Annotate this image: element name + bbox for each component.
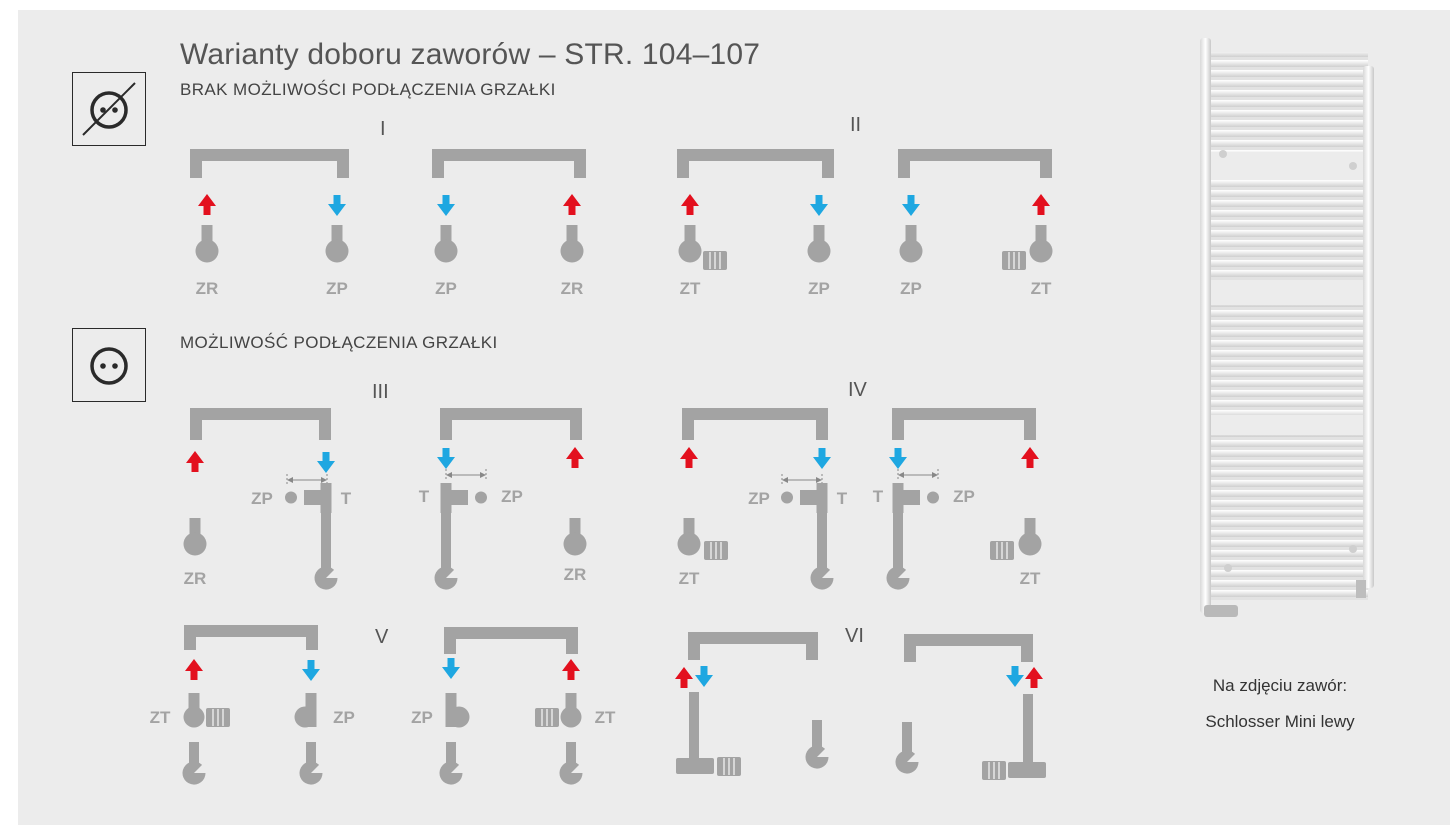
label-III-b-midleft: T	[419, 487, 430, 506]
label-II-b-left: ZP	[900, 279, 922, 298]
schematic-I-b: ZP ZR	[432, 149, 586, 298]
radiator-photo	[1200, 38, 1374, 617]
label-IV-b-midleft: T	[873, 487, 884, 506]
photo-caption-line1: Na zdjęciu zawór:	[1212, 676, 1348, 695]
label-IV-a-midright: T	[837, 489, 848, 508]
schematic-IV-a: ZT ZP T	[677, 408, 848, 590]
variant-label-III: III	[372, 381, 389, 403]
label-III-a-midleft: ZP	[251, 489, 273, 508]
label-IV-a-left: ZT	[679, 569, 700, 588]
page-title: Warianty doboru zaworów – STR. 104–107	[180, 38, 761, 71]
schematic-I-a: ZR ZP	[190, 149, 349, 298]
section-heater-label: MOŻLIWOŚĆ PODŁĄCZENIA GRZAŁKI	[180, 333, 498, 352]
variant-label-I: I	[380, 118, 386, 140]
schematic-IV-b: T ZP ZT	[873, 408, 1042, 590]
schematic-VI-b	[895, 634, 1046, 781]
no-socket-icon	[72, 72, 146, 146]
photo-caption-line2: Schlosser Mini lewy	[1205, 712, 1355, 731]
label-I-a-left: ZR	[196, 279, 219, 298]
variant-label-IV: IV	[848, 379, 867, 401]
label-III-a-midright: T	[341, 489, 352, 508]
label-V-b-left: ZP	[411, 708, 433, 727]
section-no-heater-label: BRAK MOŻLIWOŚCI PODŁĄCZENIA GRZAŁKI	[180, 80, 556, 99]
schematic-V-a: ZT ZP	[150, 625, 355, 785]
label-II-a-right: ZP	[808, 279, 830, 298]
schematic-III-b: T ZP ZR	[419, 408, 587, 590]
label-IV-b-right: ZT	[1020, 569, 1041, 588]
variant-label-VI: VI	[845, 625, 864, 647]
label-IV-a-midleft: ZP	[748, 489, 770, 508]
label-II-a-left: ZT	[680, 279, 701, 298]
label-III-b-right: ZR	[564, 565, 587, 584]
label-I-b-right: ZR	[561, 279, 584, 298]
label-V-a-right: ZP	[333, 708, 355, 727]
valve-schematics: ZR ZP ZP ZR ZT ZP ZP ZT	[150, 149, 1053, 785]
schematic-III-a: ZR ZP T	[183, 408, 352, 590]
label-III-a-left: ZR	[184, 569, 207, 588]
label-V-a-left: ZT	[150, 708, 171, 727]
label-III-b-midright: ZP	[501, 487, 523, 506]
label-I-b-left: ZP	[435, 279, 457, 298]
label-I-a-right: ZP	[326, 279, 348, 298]
socket-icon	[72, 328, 146, 402]
label-IV-b-midright: ZP	[953, 487, 975, 506]
schematic-V-b: ZP ZT	[411, 627, 616, 785]
variant-label-V: V	[375, 626, 389, 648]
schematic-VI-a	[675, 632, 829, 777]
schematic-II-a: ZT ZP	[677, 149, 834, 298]
label-II-b-right: ZT	[1031, 279, 1052, 298]
variant-label-II: II	[850, 114, 862, 136]
label-V-b-right: ZT	[595, 708, 616, 727]
schematic-II-b: ZP ZT	[898, 149, 1053, 298]
